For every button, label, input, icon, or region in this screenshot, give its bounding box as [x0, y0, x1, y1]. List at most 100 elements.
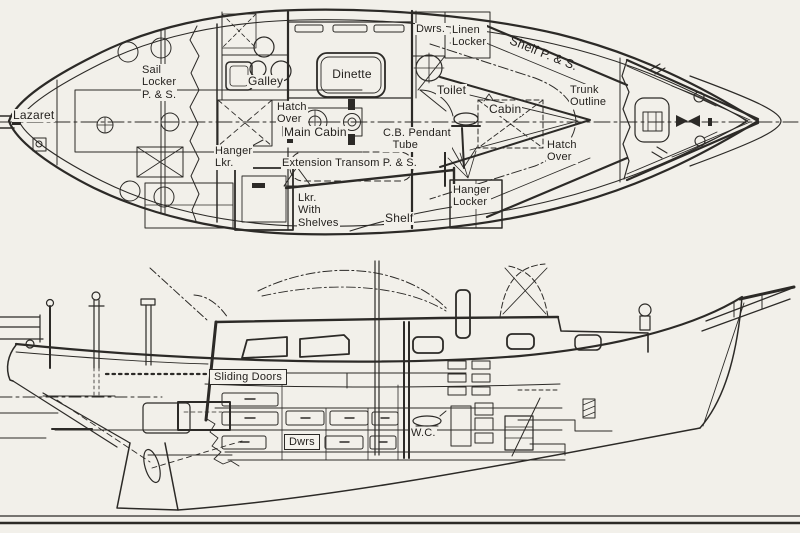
- label-linen-locker: Linen Locker: [451, 24, 488, 49]
- winch: [343, 113, 361, 131]
- shelf-band-stbd: [485, 24, 629, 87]
- gallows-post: [88, 299, 105, 369]
- drawer-pulls: [239, 398, 390, 443]
- bow-hull-sides: [625, 58, 760, 182]
- window-slot: [294, 24, 324, 33]
- label-shelf: Shelf: [384, 211, 415, 226]
- fairlead: [693, 91, 705, 103]
- label-sliding-doors: Sliding Doors: [209, 369, 288, 386]
- stern-boomkin: [0, 115, 15, 129]
- profile-deckhouse: [193, 260, 652, 459]
- boom-gallows: [145, 304, 152, 366]
- torn-edge-line: [189, 25, 200, 222]
- profile-baselines: [0, 515, 800, 525]
- label-dwrs-plan: Dwrs.: [415, 23, 447, 36]
- label-wc: W.C.: [410, 427, 437, 440]
- label-hatch-over-fwd: Hatch Over: [546, 139, 578, 164]
- label-sail-locker: Sail Locker P. & S.: [141, 64, 178, 101]
- label-hanger-lkr: Hanger Lkr.: [214, 145, 254, 170]
- drawer: [369, 435, 397, 450]
- plan-galley: [221, 11, 292, 101]
- drawer: [329, 410, 369, 426]
- bow-platform: [738, 285, 796, 301]
- aft-window: [299, 334, 350, 358]
- label-main-cabin: Main Cabin: [283, 125, 348, 140]
- cabin-roof: [214, 315, 560, 324]
- label-toilet: Toilet: [436, 83, 468, 98]
- rudder-stock-dashed: [56, 399, 151, 463]
- bow-cap: [689, 75, 782, 167]
- label-extension-transom: Extension Transom P. & S.: [281, 157, 419, 170]
- ladder-rail: [511, 397, 541, 457]
- stove-burner: [253, 36, 275, 58]
- label-shelf-ps: Shelf P. & S.: [507, 33, 580, 74]
- windlass-symbol: [676, 115, 700, 127]
- label-lkr-with-shelves: Lkr. With Shelves: [297, 192, 340, 229]
- plan-aft-cabin-area: [144, 139, 503, 232]
- drawer: [371, 411, 399, 426]
- drawer: [285, 410, 325, 426]
- dinghy-arc: [257, 269, 449, 311]
- bow-pulpit: [701, 288, 791, 332]
- propeller: [143, 448, 161, 484]
- chainplate-ticks: [649, 63, 668, 159]
- profile-interior: [0, 360, 613, 461]
- label-trunk-outline: Trunk Outline: [569, 84, 608, 109]
- drawer: [221, 392, 279, 407]
- profile-stern-gear: [0, 267, 208, 399]
- berth-front-chevron: [439, 76, 591, 168]
- cb-pendant-tube-line: [461, 127, 465, 169]
- cabin-window: [412, 336, 444, 354]
- sail-roundel: [117, 41, 139, 63]
- drawer: [324, 435, 364, 450]
- drawer: [221, 435, 267, 450]
- shelf-band-port: [485, 156, 629, 219]
- cabin-window: [506, 333, 535, 350]
- label-hanger-locker: Hanger Locker: [452, 184, 492, 209]
- wc-locker: [450, 405, 472, 447]
- quarter-locker: [234, 167, 294, 231]
- companion-bulkhead: [403, 321, 410, 459]
- mast: [374, 260, 380, 456]
- settee-front: [284, 166, 456, 190]
- bobstay: [702, 302, 745, 427]
- pointer-triangle: [283, 166, 312, 187]
- sail-bin: [136, 146, 184, 178]
- engine-box: [177, 401, 231, 431]
- label-dinette: Dinette: [332, 67, 372, 81]
- profile-bow-gear: [701, 285, 796, 427]
- dodger-dashline: [193, 294, 229, 319]
- plan-foredeck: [473, 24, 760, 219]
- quarterberth-locker: [142, 402, 191, 434]
- cabin-pointer: [483, 93, 494, 102]
- handrail: [284, 372, 467, 389]
- label-hatch-over-aft: Hatch Over: [276, 101, 308, 126]
- label-dwrs-profile: Dwrs: [284, 434, 320, 451]
- mast-post: [455, 289, 471, 339]
- drawer: [221, 411, 279, 426]
- label-cb-pendant-tube: C.B. Pendant Tube: [382, 127, 452, 152]
- plan-centerline: [0, 115, 799, 127]
- fwd-window: [574, 334, 602, 351]
- forepeak-torn-edge: [621, 59, 631, 180]
- label-galley: Galley: [247, 74, 285, 89]
- stern-profile: [6, 344, 17, 382]
- profile-hull: [0, 295, 744, 511]
- backstay-dashline: [149, 267, 208, 321]
- vberth-hatch: [477, 99, 544, 149]
- label-lazaret: Lazaret: [12, 108, 56, 123]
- fwd-trunk: [557, 316, 649, 353]
- label-cabin: Cabin: [488, 102, 523, 117]
- chain-locker: [634, 97, 670, 143]
- tank: [582, 398, 596, 419]
- vberth-step: [517, 419, 613, 456]
- companion-steps: [504, 415, 534, 451]
- stern-rail: [0, 314, 44, 343]
- dinette-table: [316, 52, 386, 98]
- hull-bottom: [177, 427, 701, 511]
- profile-view-drawing: [0, 260, 800, 525]
- aft-window: [241, 336, 288, 359]
- rudder-edges: [12, 380, 131, 448]
- sheer-line: [14, 295, 744, 363]
